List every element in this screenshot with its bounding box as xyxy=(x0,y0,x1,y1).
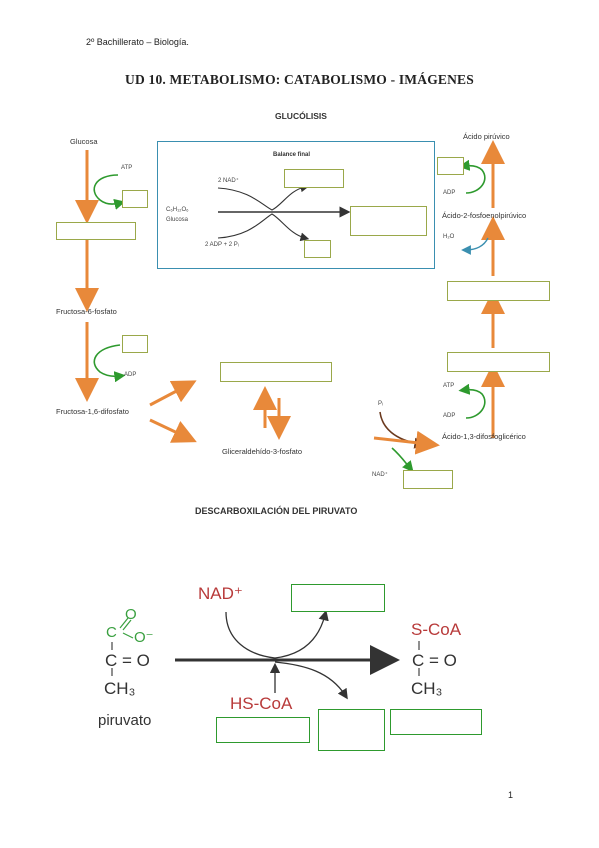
label-h2o: H₂O xyxy=(443,234,455,240)
label-f16bp: Fructosa-1,6-difosfato xyxy=(56,407,129,416)
arrow-decarb-nad xyxy=(225,609,329,659)
label-atp1: ATP xyxy=(121,165,133,171)
label-bpg: Ácido-1,3-difosfoglicérico xyxy=(442,432,526,441)
label-pyruvato: piruvato xyxy=(98,712,152,729)
arrow-water xyxy=(461,237,489,255)
balance-box xyxy=(157,141,435,269)
pyr-o-minus: O⁻ xyxy=(134,629,154,646)
prod-co: C = O xyxy=(412,651,457,670)
label-adp1: ADP xyxy=(124,372,137,378)
header-course: 2º Bachillerato – Biología. xyxy=(86,37,189,47)
balance-formula: C₆H₁₂O₆ xyxy=(166,207,189,213)
prod-ch3: CH₃ xyxy=(411,679,443,698)
blank-balance-nadh[interactable] xyxy=(284,169,344,188)
arrow-split-down xyxy=(149,418,197,443)
label-pep: Ácido-2-fosfoenolpirúvico xyxy=(442,211,527,220)
blank-decarb-enzyme[interactable] xyxy=(216,717,310,743)
pyr-c: C xyxy=(106,624,117,641)
balance-adp: 2 ADP + 2 Pᵢ xyxy=(205,242,239,248)
blank-enzyme1[interactable] xyxy=(56,222,136,240)
blank-2pg[interactable] xyxy=(447,281,550,301)
label-glucose: Glucosa xyxy=(70,137,98,146)
arrow-atp-consume xyxy=(93,174,126,210)
label-nad: NAD⁺ xyxy=(372,472,388,478)
balance-nad: 2 NAD⁺ xyxy=(218,178,239,184)
blank-adp1[interactable] xyxy=(122,190,148,208)
arrow-nadh xyxy=(391,447,414,473)
label-adp2: ADP xyxy=(443,413,456,419)
label-f6p: Fructosa-6-fosfato xyxy=(56,307,117,316)
blank-dhap[interactable] xyxy=(220,362,332,382)
balance-glucose: Glucosa xyxy=(166,217,189,223)
arrow-atp-produce-2 xyxy=(458,159,486,194)
label-pyruvic: Ácido pirúvico xyxy=(463,132,510,141)
page-number: 1 xyxy=(507,790,513,800)
arrow-adp-release xyxy=(93,344,126,383)
blank-nadh[interactable] xyxy=(403,470,453,489)
arrow-g3p-to-bpg xyxy=(373,430,440,455)
arrow-decarb-co2 xyxy=(274,661,348,700)
label-g3p: Gliceraldehído-3-fosfato xyxy=(222,447,303,456)
prod-scoa: S-CoA xyxy=(411,620,462,639)
arrow-atp-produce-1 xyxy=(458,383,486,419)
blank-atp2[interactable] xyxy=(122,335,148,353)
glycolysis-title: GLUCÓLISIS xyxy=(275,111,327,121)
document-title: UD 10. METABOLISMO: CATABOLISMO - IMÁGEN… xyxy=(125,72,474,87)
blank-decarb-co2[interactable] xyxy=(318,709,385,751)
label-decarb-nad: NAD⁺ xyxy=(198,584,243,603)
balance-title: Balance final xyxy=(273,152,311,158)
pyr-co: C = O xyxy=(105,651,150,670)
blank-balance-products[interactable] xyxy=(350,206,427,236)
blank-atp3[interactable] xyxy=(437,157,464,175)
blank-decarb-product[interactable] xyxy=(390,709,482,735)
blank-3pg[interactable] xyxy=(447,352,550,372)
decarboxylation-title: DESCARBOXILACIÓN DEL PIRUVATO xyxy=(195,506,358,516)
label-pi: Pᵢ xyxy=(378,401,383,407)
label-hscoa: HS-CoA xyxy=(230,694,293,713)
blank-balance-atp[interactable] xyxy=(304,240,331,258)
arrow-balance-adp xyxy=(217,213,310,242)
label-atp2: ATP xyxy=(443,383,455,389)
pyr-ch3: CH₃ xyxy=(104,679,136,698)
arrow-split-up xyxy=(149,380,197,407)
blank-decarb-nadh[interactable] xyxy=(291,584,385,612)
label-adp3: ADP xyxy=(443,190,456,196)
pyr-o-top: O xyxy=(125,606,137,623)
arrow-balance-nad xyxy=(217,183,310,211)
